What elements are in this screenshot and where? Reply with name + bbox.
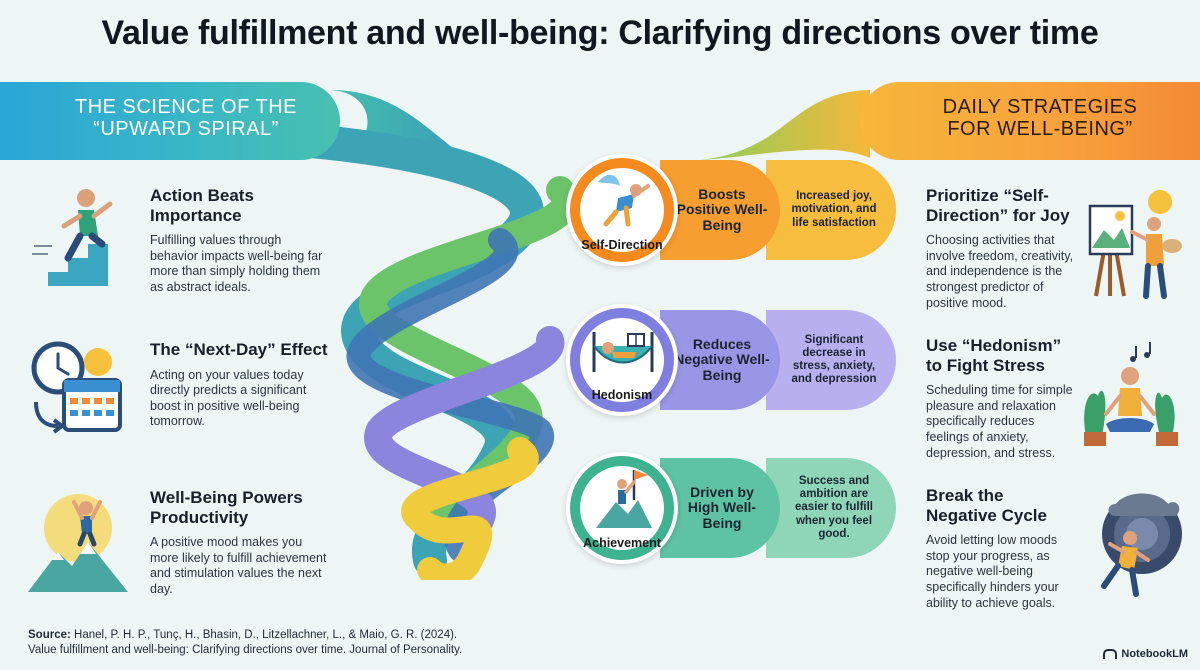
page-title: Value fulfillment and well-being: Clarif… [101, 14, 1099, 52]
value-circle: Hedonism [566, 304, 678, 416]
flag-summit-icon [596, 470, 652, 528]
meditating-person-icon [1084, 342, 1178, 446]
brand-name: NotebookLM [1121, 648, 1188, 660]
left-item-title: Well-Being Powers Productivity [150, 488, 303, 527]
left-banner: THE SCIENCE OF THE “UPWARD SPIRAL” [0, 82, 340, 160]
brand-mark: NotebookLM [1103, 648, 1188, 660]
right-banner: DAILY STRATEGIES FOR WELL-BEING” [860, 82, 1200, 160]
spiral-strand-yellow [401, 437, 539, 580]
right-item-body: Avoid letting low moods stop your progre… [926, 533, 1059, 610]
value-circle: Achievement [566, 452, 678, 564]
climbing-stairs-icon [32, 189, 113, 286]
left-item-body: Acting on your values today directly pre… [150, 367, 307, 429]
left-banner-line1: THE SCIENCE OF THE [75, 96, 297, 118]
right-item-self-direction: Prioritize “Self-Direction” for Joy Choo… [926, 186, 1196, 316]
detail-text: Significant decrease in stress, anxiety,… [791, 333, 877, 386]
mountain-summit-icon [28, 494, 128, 592]
right-item-negative-cycle: Break the Negative Cycle Avoid letting l… [926, 486, 1196, 616]
detail-segment: Significant decrease in stress, anxiety,… [766, 310, 896, 410]
left-item-body: A positive mood makes you more likely to… [150, 535, 327, 596]
running-from-storm-icon [1101, 493, 1182, 597]
right-item-hedonism: Use “Hedonism” to Fight Stress Schedulin… [926, 336, 1196, 466]
value-label: Hedonism [591, 388, 653, 402]
value-row-achievement: Success and ambition are easier to fulfi… [566, 452, 896, 564]
notebooklm-logo-icon [1103, 649, 1118, 659]
effect-segment: Boosts Positive Well-Being [660, 160, 780, 260]
effect-text: Reduces Negative Well-Being [674, 335, 770, 383]
painter-easel-icon [1088, 190, 1182, 299]
effect-segment: Reduces Negative Well-Being [660, 310, 780, 410]
source-label: Source: [28, 629, 71, 641]
value-row-hedonism: Significant decrease in stress, anxiety,… [566, 304, 896, 416]
detail-segment: Success and ambition are easier to fulfi… [766, 458, 896, 558]
value-label: Self-Direction [581, 238, 663, 252]
left-banner-line2: “UPWARD SPIRAL” [93, 118, 279, 140]
right-item-title: Prioritize “Self-Direction” for Joy [926, 186, 1070, 225]
right-item-body: Choosing activities that involve freedom… [926, 233, 1074, 310]
detail-segment: Increased joy, motivation, and life sati… [766, 160, 896, 260]
value-row-self-direction: Increased joy, motivation, and life sati… [566, 154, 896, 266]
left-item-next-day: The “Next-Day” Effect Acting on your val… [28, 340, 328, 460]
left-item-title: The “Next-Day” Effect [150, 340, 328, 359]
flying-person-icon [598, 174, 650, 227]
right-item-title: Break the Negative Cycle [926, 486, 1047, 525]
clock-calendar-icon [31, 341, 122, 434]
right-banner-line1: DAILY STRATEGIES [942, 96, 1138, 118]
detail-text: Increased joy, motivation, and life sati… [791, 190, 877, 229]
source-line2: Value fulfillment and well-being: Clarif… [28, 643, 463, 656]
source-citation: Source: Hanel, P. H. P., Tunç, H., Bhasi… [28, 628, 628, 658]
right-ribbon [700, 90, 870, 160]
left-item-body: Fulfilling values through behavior impac… [150, 233, 323, 294]
effect-text: Driven by High Well-Being [687, 483, 757, 531]
left-item-action: Action Beats Importance Fulfilling value… [28, 186, 328, 306]
source-line1: Hanel, P. H. P., Tunç, H., Bhasin, D., L… [74, 629, 458, 641]
right-item-body: Scheduling time for simple pleasure and … [926, 383, 1073, 460]
right-item-title: Use “Hedonism” to Fight Stress [926, 336, 1062, 375]
value-label: Achievement [583, 536, 661, 550]
effect-segment: Driven by High Well-Being [660, 458, 780, 558]
upward-spiral-graphic [283, 90, 870, 580]
left-item-title: Action Beats Importance [150, 186, 254, 225]
value-circle: Self-Direction [566, 154, 678, 266]
left-item-productivity: Well-Being Powers Productivity A positiv… [28, 488, 328, 608]
right-banner-line2: FOR WELL-BEING” [947, 118, 1133, 140]
effect-text: Boosts Positive Well-Being [676, 185, 768, 233]
hammock-reading-icon [592, 332, 654, 372]
detail-text: Success and ambition are easier to fulfi… [795, 474, 873, 540]
